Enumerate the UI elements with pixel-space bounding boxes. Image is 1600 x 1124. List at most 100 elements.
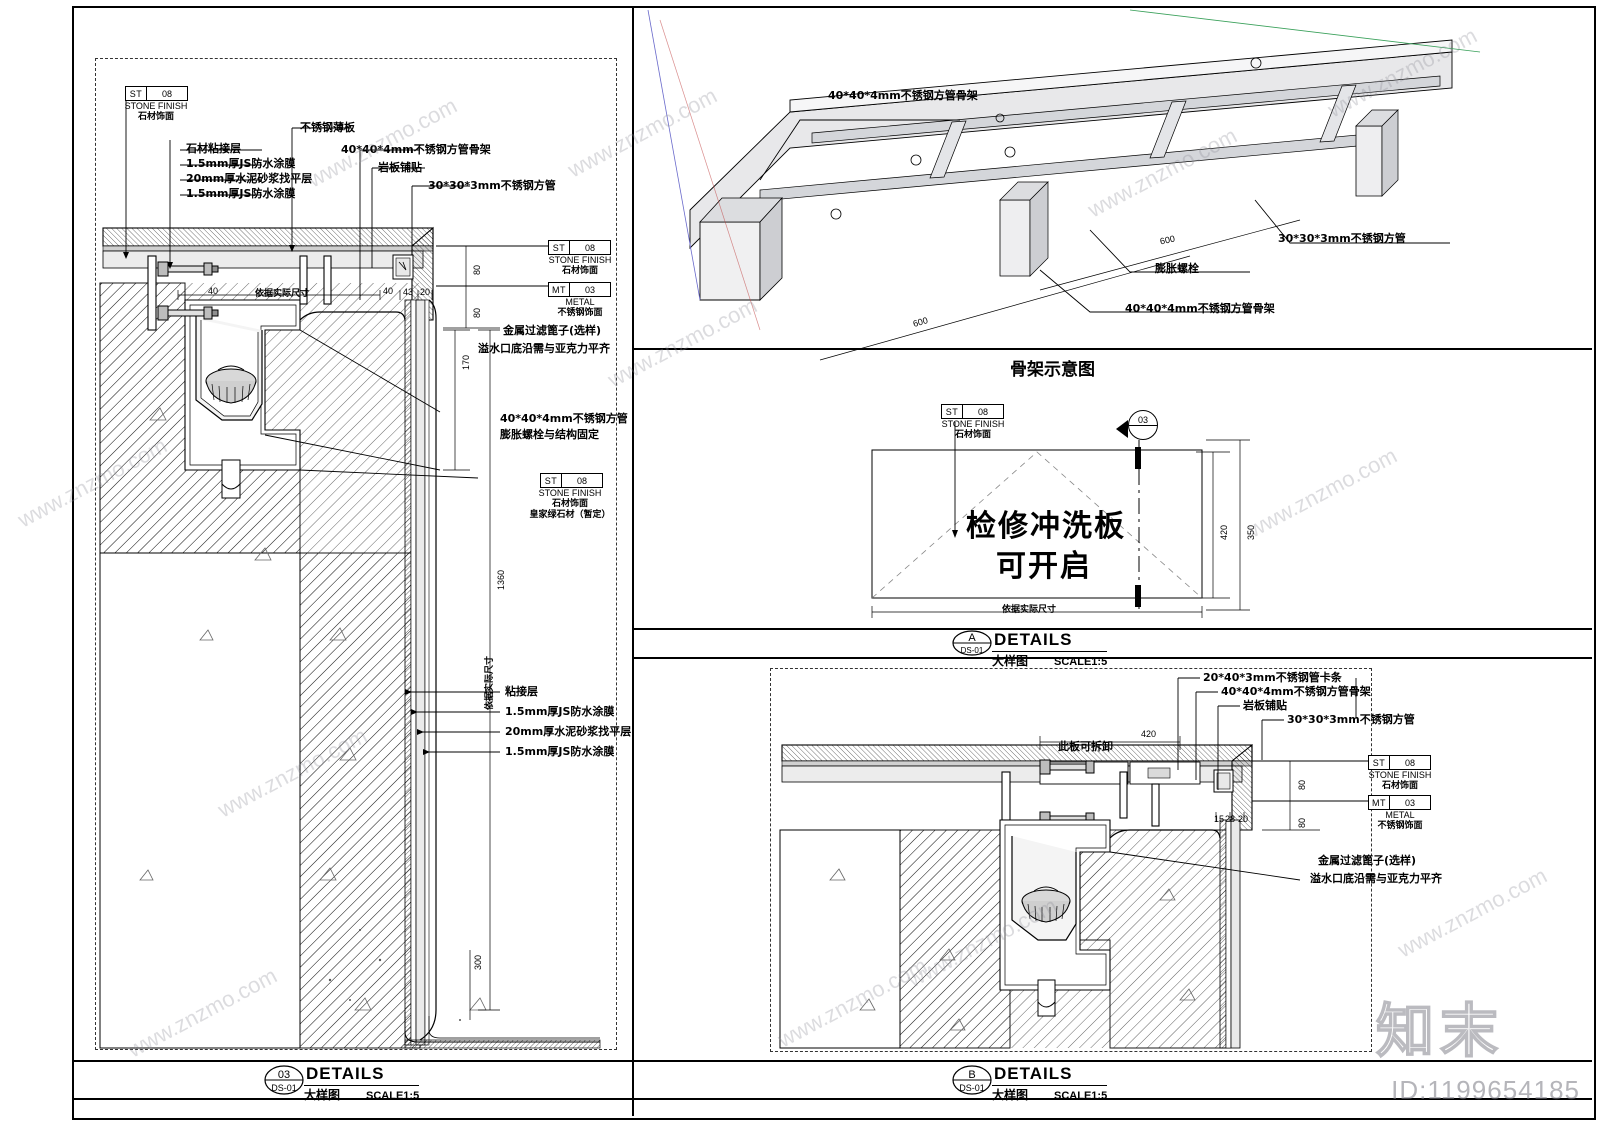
br-label-sintered-stone: 岩板铺贴 bbox=[1243, 699, 1287, 712]
dim-1360: 1360 bbox=[496, 569, 506, 590]
iso-label-expansion-bolt: 膨胀螺栓 bbox=[1155, 262, 1199, 275]
svg-text:DS-01: DS-01 bbox=[959, 1083, 985, 1093]
section-marker-number: 03 bbox=[1129, 415, 1157, 426]
tag-code: ST bbox=[1369, 756, 1390, 769]
tag-en: METAL bbox=[565, 297, 595, 307]
dim-20: 20 bbox=[420, 287, 431, 297]
tag-number: 08 bbox=[161, 88, 172, 99]
bottom-right-construction-bounds bbox=[770, 668, 1372, 1052]
tag-en: STONE FINISH bbox=[548, 255, 612, 265]
tag-code: MT bbox=[549, 283, 570, 296]
titleblock-en: DETAILS bbox=[304, 1064, 420, 1086]
left-construction-bounds bbox=[95, 58, 617, 1050]
dim-300: 300 bbox=[473, 954, 483, 970]
titleblock-en: DETAILS bbox=[992, 630, 1108, 652]
tag-cn: 石材饰面 bbox=[137, 112, 174, 122]
material-tag-stone-1[interactable]: ST 08 bbox=[125, 86, 188, 101]
material-tag-stone-3-caption: STONE FINISH 石材饰面 皇家绿石材（暂定） bbox=[505, 488, 635, 521]
left-label-tube-30: 30*30*3mm不锈钢方管 bbox=[428, 179, 556, 192]
tag-number: 03 bbox=[584, 284, 595, 295]
iso-panel-title: 骨架示意图 bbox=[1010, 360, 1095, 380]
mid-titleblock: A DS-01 DETAILS 大样图 SCALE1:5 bbox=[952, 630, 1108, 669]
mid-material-tag-stone[interactable]: ST 08 bbox=[941, 404, 1004, 419]
left-label-adhesive: 石材粘接层 bbox=[186, 142, 241, 155]
left-label-sintered-stone: 岩板铺贴 bbox=[378, 161, 422, 174]
br-note-removable: 此板可拆卸 bbox=[1058, 740, 1113, 753]
vertical-divider bbox=[632, 6, 634, 1116]
tag-en: STONE FINISH bbox=[538, 488, 602, 498]
tag-code: ST bbox=[942, 405, 963, 418]
brand-watermark: 知末 bbox=[1375, 996, 1504, 1066]
left-label-screed-2: 20mm厚水泥砂浆找平层 bbox=[505, 725, 632, 738]
tag-cn: 石材饰面 bbox=[551, 499, 588, 509]
br-label-tube-frame-40: 40*40*4mm不锈钢方管骨架 bbox=[1221, 685, 1371, 698]
tag-number: 08 bbox=[576, 475, 587, 486]
svg-text:DS-01: DS-01 bbox=[961, 646, 984, 655]
mid-dim-420: 420 bbox=[1219, 524, 1229, 540]
iso-label-tube-30: 30*30*3mm不锈钢方管 bbox=[1278, 232, 1406, 245]
br-dim-28: 28 bbox=[1225, 814, 1236, 824]
dim-actual-size-b: 依据实际尺寸 bbox=[485, 655, 495, 710]
br-label-overflow-level: 溢水口底沿需与亚克力平齐 bbox=[1310, 872, 1442, 885]
mid-note-line2: 可开启 bbox=[996, 549, 1092, 584]
id-watermark: ID:1199654185 bbox=[1391, 1075, 1580, 1105]
br-label-filter-basket: 金属过滤篦子(选样) bbox=[1318, 854, 1417, 867]
svg-text:03: 03 bbox=[278, 1069, 290, 1081]
svg-text:A: A bbox=[968, 632, 976, 644]
detail-marker-a: A DS-01 bbox=[952, 630, 992, 656]
tag-number: 08 bbox=[1404, 757, 1415, 768]
tag-en: METAL bbox=[1385, 810, 1415, 820]
iso-panel-divider bbox=[632, 348, 1592, 350]
material-tag-metal-1[interactable]: MT 03 bbox=[548, 282, 611, 297]
mid-section-marker[interactable]: 03 bbox=[1128, 410, 1158, 440]
dim-80-a: 80 bbox=[472, 264, 482, 275]
sheet-border bbox=[72, 6, 1596, 1120]
tag-code: ST bbox=[126, 87, 147, 100]
tag-cn: 不锈钢饰面 bbox=[557, 308, 603, 318]
material-tag-stone-3[interactable]: ST 08 bbox=[540, 473, 603, 488]
br-dim-20: 20 bbox=[1238, 814, 1249, 824]
dim-40-b: 40 bbox=[383, 286, 394, 296]
dim-actual-size-a: 依据实际尺寸 bbox=[255, 289, 310, 299]
left-label-overflow-level: 溢水口底沿需与亚克力平齐 bbox=[478, 342, 610, 355]
br-dim-420: 420 bbox=[1141, 729, 1157, 739]
tag-cn: 石材饰面 bbox=[1381, 781, 1418, 791]
left-titleblock-bottom-rule bbox=[72, 1098, 632, 1100]
br-label-tube-30: 30*30*3mm不锈钢方管 bbox=[1287, 713, 1415, 726]
tag-en: STONE FINISH bbox=[941, 419, 1005, 429]
left-label-js-membrane-2: 1.5mm厚JS防水涂膜 bbox=[186, 187, 296, 200]
br-dim-80-b: 80 bbox=[1297, 817, 1307, 828]
left-label-js-membrane-1: 1.5mm厚JS防水涂膜 bbox=[186, 157, 296, 170]
br-dim-15: 15 bbox=[1214, 814, 1225, 824]
tag-code: ST bbox=[541, 474, 562, 487]
titleblock-cn: 大样图 bbox=[992, 1088, 1029, 1102]
left-label-js-membrane-4: 1.5mm厚JS防水涂膜 bbox=[505, 745, 615, 758]
left-label-tube-frame-40: 40*40*4mm不锈钢方管骨架 bbox=[341, 143, 491, 156]
material-tag-stone-1-caption: STONE FINISH 石材饰面 bbox=[110, 101, 202, 123]
br-material-tag-metal[interactable]: MT 03 bbox=[1368, 795, 1431, 810]
detail-marker-b: B DS-01 bbox=[952, 1065, 992, 1095]
material-tag-stone-2[interactable]: ST 08 bbox=[548, 240, 611, 255]
titleblock-scale: SCALE1:5 bbox=[1054, 1090, 1108, 1102]
section-marker-sheet bbox=[1129, 426, 1157, 435]
material-tag-metal-1-caption: METAL 不锈钢饰面 bbox=[534, 297, 626, 319]
br-dim-80-a: 80 bbox=[1297, 779, 1307, 790]
mid-dim-350: 350 bbox=[1246, 524, 1256, 540]
right-titleblock-bottom-rule bbox=[632, 1098, 1592, 1100]
left-label-tube-40-anchor: 40*40*4mm不锈钢方管 bbox=[500, 412, 628, 425]
tag-en: STONE FINISH bbox=[124, 101, 188, 111]
tag-cn: 不锈钢饰面 bbox=[1377, 821, 1423, 831]
left-label-filter-basket: 金属过滤篦子(选样) bbox=[503, 324, 602, 337]
dim-80-b: 80 bbox=[472, 307, 482, 318]
dim-43: 43 bbox=[403, 287, 414, 297]
iso-label-tube-frame-40-bottom: 40*40*4mm不锈钢方管骨架 bbox=[1125, 302, 1275, 315]
tag-en: STONE FINISH bbox=[1368, 770, 1432, 780]
br-material-tag-stone[interactable]: ST 08 bbox=[1368, 755, 1431, 770]
left-label-expansion-bolt: 膨胀螺栓与结构固定 bbox=[500, 428, 599, 441]
left-titleblock-top-rule bbox=[72, 1060, 632, 1062]
tag-code: ST bbox=[549, 241, 570, 254]
br-label-clip-bar: 20*40*3mm不锈钢管卡条 bbox=[1203, 671, 1342, 684]
material-tag-stone-2-caption: STONE FINISH 石材饰面 bbox=[534, 255, 626, 277]
titleblock-scale: SCALE1:5 bbox=[366, 1090, 420, 1102]
left-label-js-membrane-3: 1.5mm厚JS防水涂膜 bbox=[505, 705, 615, 718]
